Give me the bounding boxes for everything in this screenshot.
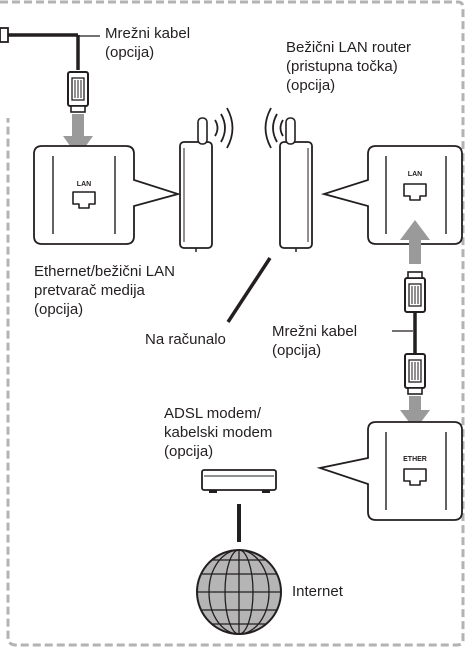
label-to-computer: Na računalo <box>145 331 226 348</box>
down-arrow-right <box>400 396 430 430</box>
label-media-converter: Ethernet/bežični LAN pretvarač medija (o… <box>34 263 175 318</box>
media-converter-device <box>179 117 213 252</box>
lan-panel-right: LAN <box>320 145 463 245</box>
port-label-ether: ETHER <box>403 456 427 463</box>
network-plug-right-upper <box>404 271 426 313</box>
ether-panel: ETHER <box>316 421 463 521</box>
label-network-cable-bottom: Mrežni kabel (opcija) <box>272 323 358 359</box>
up-arrow-right <box>400 220 430 264</box>
wireless-signal-icon-right <box>214 107 234 149</box>
label-internet: Internet <box>292 583 343 600</box>
port-label-lan-right: LAN <box>408 171 422 178</box>
label-wireless-router: Bežični LAN router (pristupna točka) (op… <box>286 39 412 94</box>
wireless-signal-icon-left <box>264 107 284 149</box>
modem-device <box>201 469 277 493</box>
network-plug-right-lower <box>404 353 426 395</box>
globe-icon <box>196 549 282 635</box>
lan-panel-left: LAN <box>33 145 182 245</box>
label-modem: ADSL modem/ kabelski modem (opcija) <box>164 405 273 460</box>
computer-cable <box>226 257 272 323</box>
cable-end-top-left <box>0 27 100 70</box>
wireless-router-device <box>279 117 313 252</box>
label-network-cable-top: Mrežni kabel (opcija) <box>105 25 191 61</box>
port-label-lan-left: LAN <box>77 181 91 188</box>
network-plug-top <box>67 71 89 113</box>
